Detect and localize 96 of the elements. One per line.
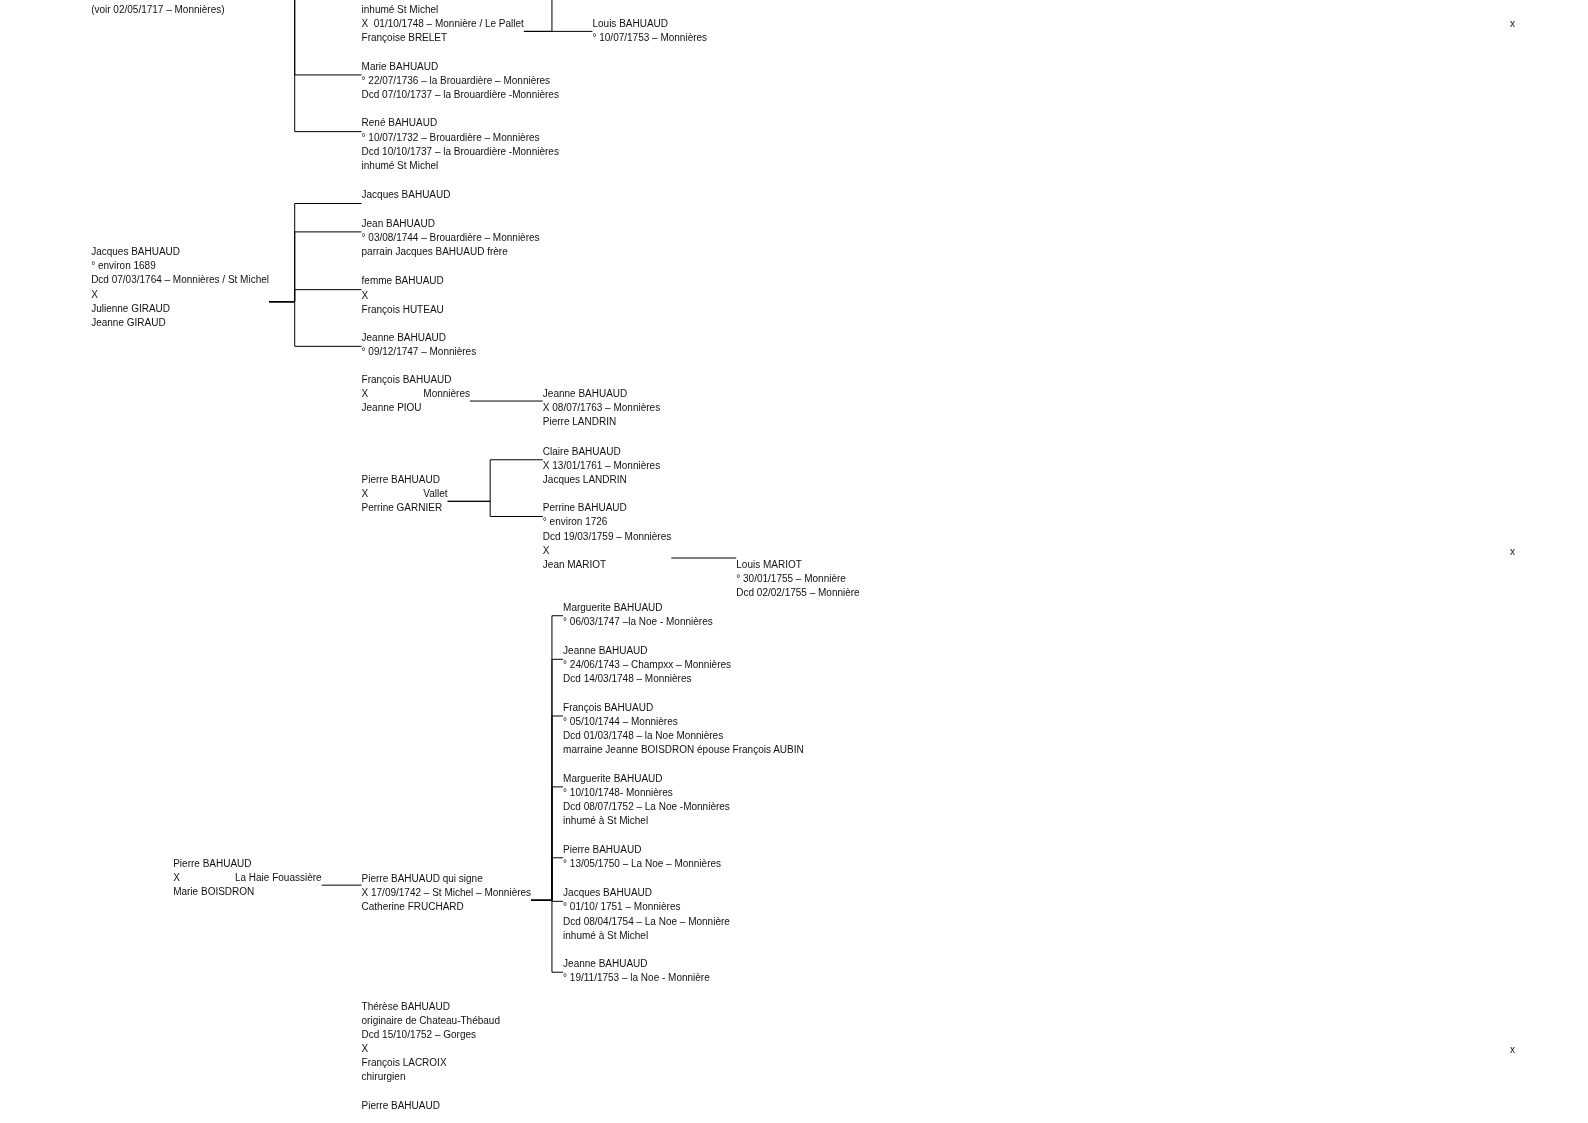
connector-line xyxy=(530,899,564,973)
note-text: Dcd 15/10/1752 – Gorges xyxy=(361,1027,477,1042)
detail-line: Pierre LANDRIN xyxy=(542,415,617,430)
person-name: femme BAHUAUD xyxy=(361,274,444,289)
detail-line: X xyxy=(91,287,98,302)
detail-line: X xyxy=(361,288,369,303)
detail-line: ° 01/10/ 1751 – Monnières xyxy=(563,900,681,915)
person-name: Jacques BAHUAUD xyxy=(563,886,652,901)
detail-line: inhumé à St Michel xyxy=(563,814,649,829)
detail-line: ° 13/05/1750 – La Noe – Monnières xyxy=(563,856,722,871)
detail-line: X xyxy=(173,870,180,885)
person-name: Jeanne BAHUAUD xyxy=(563,957,648,972)
note-text: (voir 02/05/1717 – Monnières) xyxy=(91,3,225,18)
detail-line: X xyxy=(542,543,550,558)
person-name: Jacques BAHUAUD xyxy=(361,188,451,203)
connector-line xyxy=(469,400,544,402)
note-text: X xyxy=(361,1042,369,1057)
person-name: Jeanne BAHUAUD xyxy=(361,331,447,346)
note-text: originaire de Chateau-Thébaud xyxy=(361,1013,500,1028)
person-name: Pierre BAHUAUD xyxy=(173,856,252,871)
person-name: Pierre BAHUAUD xyxy=(361,472,440,487)
detail-line: Perrine GARNIER xyxy=(361,501,443,516)
detail-line: ° 05/10/1744 – Monnières xyxy=(563,715,678,729)
detail-line: Dcd 14/03/1748 – Monnières xyxy=(563,672,692,687)
detail-line: Dcd 19/03/1759 – Monnières xyxy=(542,529,672,544)
person-name: inhumé St Michel xyxy=(361,3,439,18)
detail-line: Jeanne PIOU xyxy=(361,401,422,416)
detail-line: Jacques LANDRIN xyxy=(542,472,627,487)
person-name: Marguerite BAHUAUD xyxy=(563,600,663,615)
person-name: Jeanne BAHUAUD xyxy=(563,644,648,659)
detail-line: X 17/09/1742 – St Michel – Monnières xyxy=(361,886,532,901)
person-name: Claire BAHUAUD xyxy=(542,444,621,459)
connector-line xyxy=(321,884,363,886)
person-name: Louis BAHUAUD xyxy=(592,17,669,32)
margin-mark: x xyxy=(1510,544,1515,559)
detail-line: Dcd 08/04/1754 – La Noe – Monnière xyxy=(563,914,730,929)
note-text: Thérèse BAHUAUD xyxy=(361,999,450,1014)
place-name: Monnières xyxy=(423,386,470,401)
detail-line: X xyxy=(361,487,369,502)
detail-line: inhumé à St Michel xyxy=(563,928,649,943)
detail-line: ° 10/07/1753 – Monnières xyxy=(592,31,708,46)
detail-line: Françoise BRELET xyxy=(361,31,448,46)
person-name: François BAHUAUD xyxy=(361,372,452,387)
detail-line: X 08/07/1763 – Monnières xyxy=(542,401,661,416)
detail-line: parrain Jacques BAHUAUD frère xyxy=(361,245,508,260)
detail-line: marraine Jeanne BOISDRON épouse François AUBIN xyxy=(563,743,804,758)
detail-line: inhumé St Michel xyxy=(361,158,439,173)
connector-line xyxy=(268,301,363,347)
margin-mark: x xyxy=(1510,17,1515,32)
detail-line: ° environ 1689 xyxy=(91,259,156,274)
place-name: Vallet xyxy=(423,487,448,502)
detail-line: ° 10/10/1748- Monnières xyxy=(563,785,673,800)
detail-line: ° 30/01/1755 – Monnière xyxy=(736,572,846,587)
detail-line: Dcd 07/03/1764 – Monnières / St Michel xyxy=(91,273,270,288)
person-name: Pierre BAHUAUD qui signe xyxy=(361,871,483,886)
person-name: François BAHUAUD xyxy=(563,700,654,715)
detail-line: ° 03/08/1744 – Brouardière – Monnières xyxy=(361,230,540,245)
detail-line: ° 10/07/1732 – Brouardière – Monnières xyxy=(361,130,540,145)
detail-line: Marie BOISDRON xyxy=(173,885,255,900)
person-name: René BAHUAUD xyxy=(361,116,438,131)
detail-line: ° 09/12/1747 – Monnières xyxy=(361,345,477,360)
detail-line: Dcd 01/03/1748 – la Noe Monnières xyxy=(563,729,724,744)
detail-line: X 13/01/1761 – Monnières xyxy=(542,458,661,473)
detail-line: Catherine FRUCHARD xyxy=(361,900,464,915)
detail-line: ° 24/06/1743 – Champxx – Monnières xyxy=(563,658,732,673)
place-name: La Haie Fouassière xyxy=(234,870,322,885)
person-name: Jeanne BAHUAUD xyxy=(542,386,628,401)
detail-line: François HUTEAU xyxy=(361,302,444,317)
detail-line: ° 22/07/1736 – la Brouardière – Monnières xyxy=(361,73,551,88)
person-name: Pierre BAHUAUD xyxy=(563,842,642,857)
detail-line: Dcd 10/10/1737 – la Brouardière -Monnières xyxy=(361,144,559,159)
detail-line: Dcd 02/02/1755 – Monnière xyxy=(736,586,860,601)
note-text: chirurgien xyxy=(361,1070,406,1085)
detail-line: X xyxy=(361,386,369,401)
person-name: Louis MARIOT xyxy=(736,558,802,572)
person-name: Perrine BAHUAUD xyxy=(542,501,627,516)
connector-line xyxy=(670,557,737,559)
detail-line: Dcd 08/07/1752 – La Noe -Monnières xyxy=(563,800,730,815)
connector-line xyxy=(294,0,363,133)
detail-line: Dcd 07/10/1737 – la Brouardière -Monnières xyxy=(361,88,559,103)
margin-mark: x xyxy=(1510,1043,1515,1058)
note-text: Pierre BAHUAUD xyxy=(361,1098,440,1113)
detail-line: Jean MARIOT xyxy=(542,558,607,572)
note-text: François LACROIX xyxy=(361,1056,447,1071)
detail-line: Julienne GIRAUD xyxy=(91,301,171,316)
person-name: Marie BAHUAUD xyxy=(361,59,439,74)
detail-line: X 01/10/1748 – Monnière / Le Pallet xyxy=(361,17,524,32)
person-name: Marguerite BAHUAUD xyxy=(563,771,663,786)
detail-line: ° 19/11/1753 – la Noe - Monnière xyxy=(563,971,710,986)
detail-line: ° 06/03/1747 –la Noe - Monnières xyxy=(563,614,713,629)
detail-line: ° environ 1726 xyxy=(542,515,608,530)
person-name: Jean BAHUAUD xyxy=(361,216,435,231)
detail-line: Jeanne GIRAUD xyxy=(91,315,166,330)
connector-line xyxy=(447,500,544,517)
person-name: Jacques BAHUAUD xyxy=(91,245,181,260)
connector-line xyxy=(523,0,553,32)
